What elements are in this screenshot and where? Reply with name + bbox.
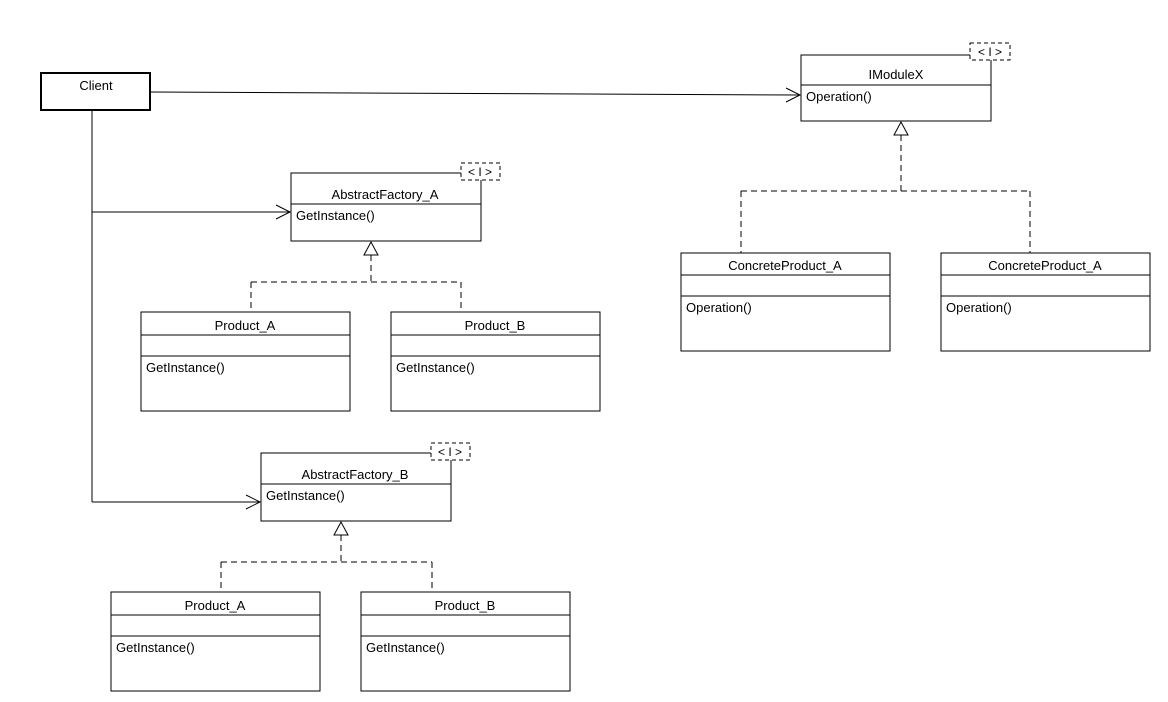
factory-a-product-b-class[interactable]: Product_B GetInstance() <box>390 311 601 412</box>
factory-a-product-a-class[interactable]: Product_A GetInstance() <box>140 311 351 412</box>
imodulex-name: IModuleX <box>869 67 924 82</box>
abstract-factory-b-name: AbstractFactory_B <box>302 467 409 482</box>
abstract-factory-b-stereotype-badge: < I > <box>430 442 471 461</box>
concrete-product-left-name: ConcreteProduct_A <box>728 258 842 273</box>
imodulex-stereotype: < I > <box>978 45 1002 59</box>
client-label: Client <box>79 78 113 93</box>
concrete-products-realization <box>740 120 1031 253</box>
factory-a-products-realization <box>250 240 462 312</box>
abstract-factory-a-name: AbstractFactory_A <box>332 187 439 202</box>
factory-a-product-a-name: Product_A <box>215 318 276 333</box>
imodulex-interface[interactable]: IModuleX Operation() < I > <box>800 42 1011 122</box>
abstract-factory-a-interface[interactable]: AbstractFactory_A GetInstance() < I > <box>290 162 501 242</box>
factory-b-product-b-name: Product_B <box>435 598 496 613</box>
abstract-factory-b-stereotype: < I > <box>438 445 462 459</box>
client-class[interactable]: Client <box>40 72 151 111</box>
factory-b-product-a-name: Product_A <box>185 598 246 613</box>
factory-b-products-realization <box>220 520 433 592</box>
concrete-product-left-operation: Operation() <box>686 300 752 315</box>
concrete-product-right-operation: Operation() <box>946 300 1012 315</box>
imodulex-stereotype-badge: < I > <box>969 42 1011 61</box>
factory-a-product-b-name: Product_B <box>465 318 526 333</box>
abstract-factory-b-operation: GetInstance() <box>266 488 345 503</box>
abstract-factory-a-stereotype-badge: < I > <box>460 162 501 181</box>
factory-a-product-a-operation: GetInstance() <box>146 360 225 375</box>
client-to-factory-b-association <box>92 494 262 510</box>
client-to-imodulex-association <box>150 87 802 103</box>
factory-b-product-b-class[interactable]: Product_B GetInstance() <box>360 591 571 692</box>
factory-a-product-b-operation: GetInstance() <box>396 360 475 375</box>
concrete-product-right-name: ConcreteProduct_A <box>988 258 1102 273</box>
imodulex-operation: Operation() <box>806 89 872 104</box>
abstract-factory-a-operation: GetInstance() <box>296 208 375 223</box>
client-to-factory-a-association <box>92 204 292 220</box>
abstract-factory-b-interface[interactable]: AbstractFactory_B GetInstance() < I > <box>260 442 471 522</box>
factory-b-product-b-operation: GetInstance() <box>366 640 445 655</box>
factory-b-product-a-class[interactable]: Product_A GetInstance() <box>110 591 321 692</box>
concrete-product-left-class[interactable]: ConcreteProduct_A Operation() <box>680 252 891 352</box>
factory-b-product-a-operation: GetInstance() <box>116 640 195 655</box>
abstract-factory-a-stereotype: < I > <box>468 165 492 179</box>
concrete-product-right-class[interactable]: ConcreteProduct_A Operation() <box>940 252 1151 352</box>
